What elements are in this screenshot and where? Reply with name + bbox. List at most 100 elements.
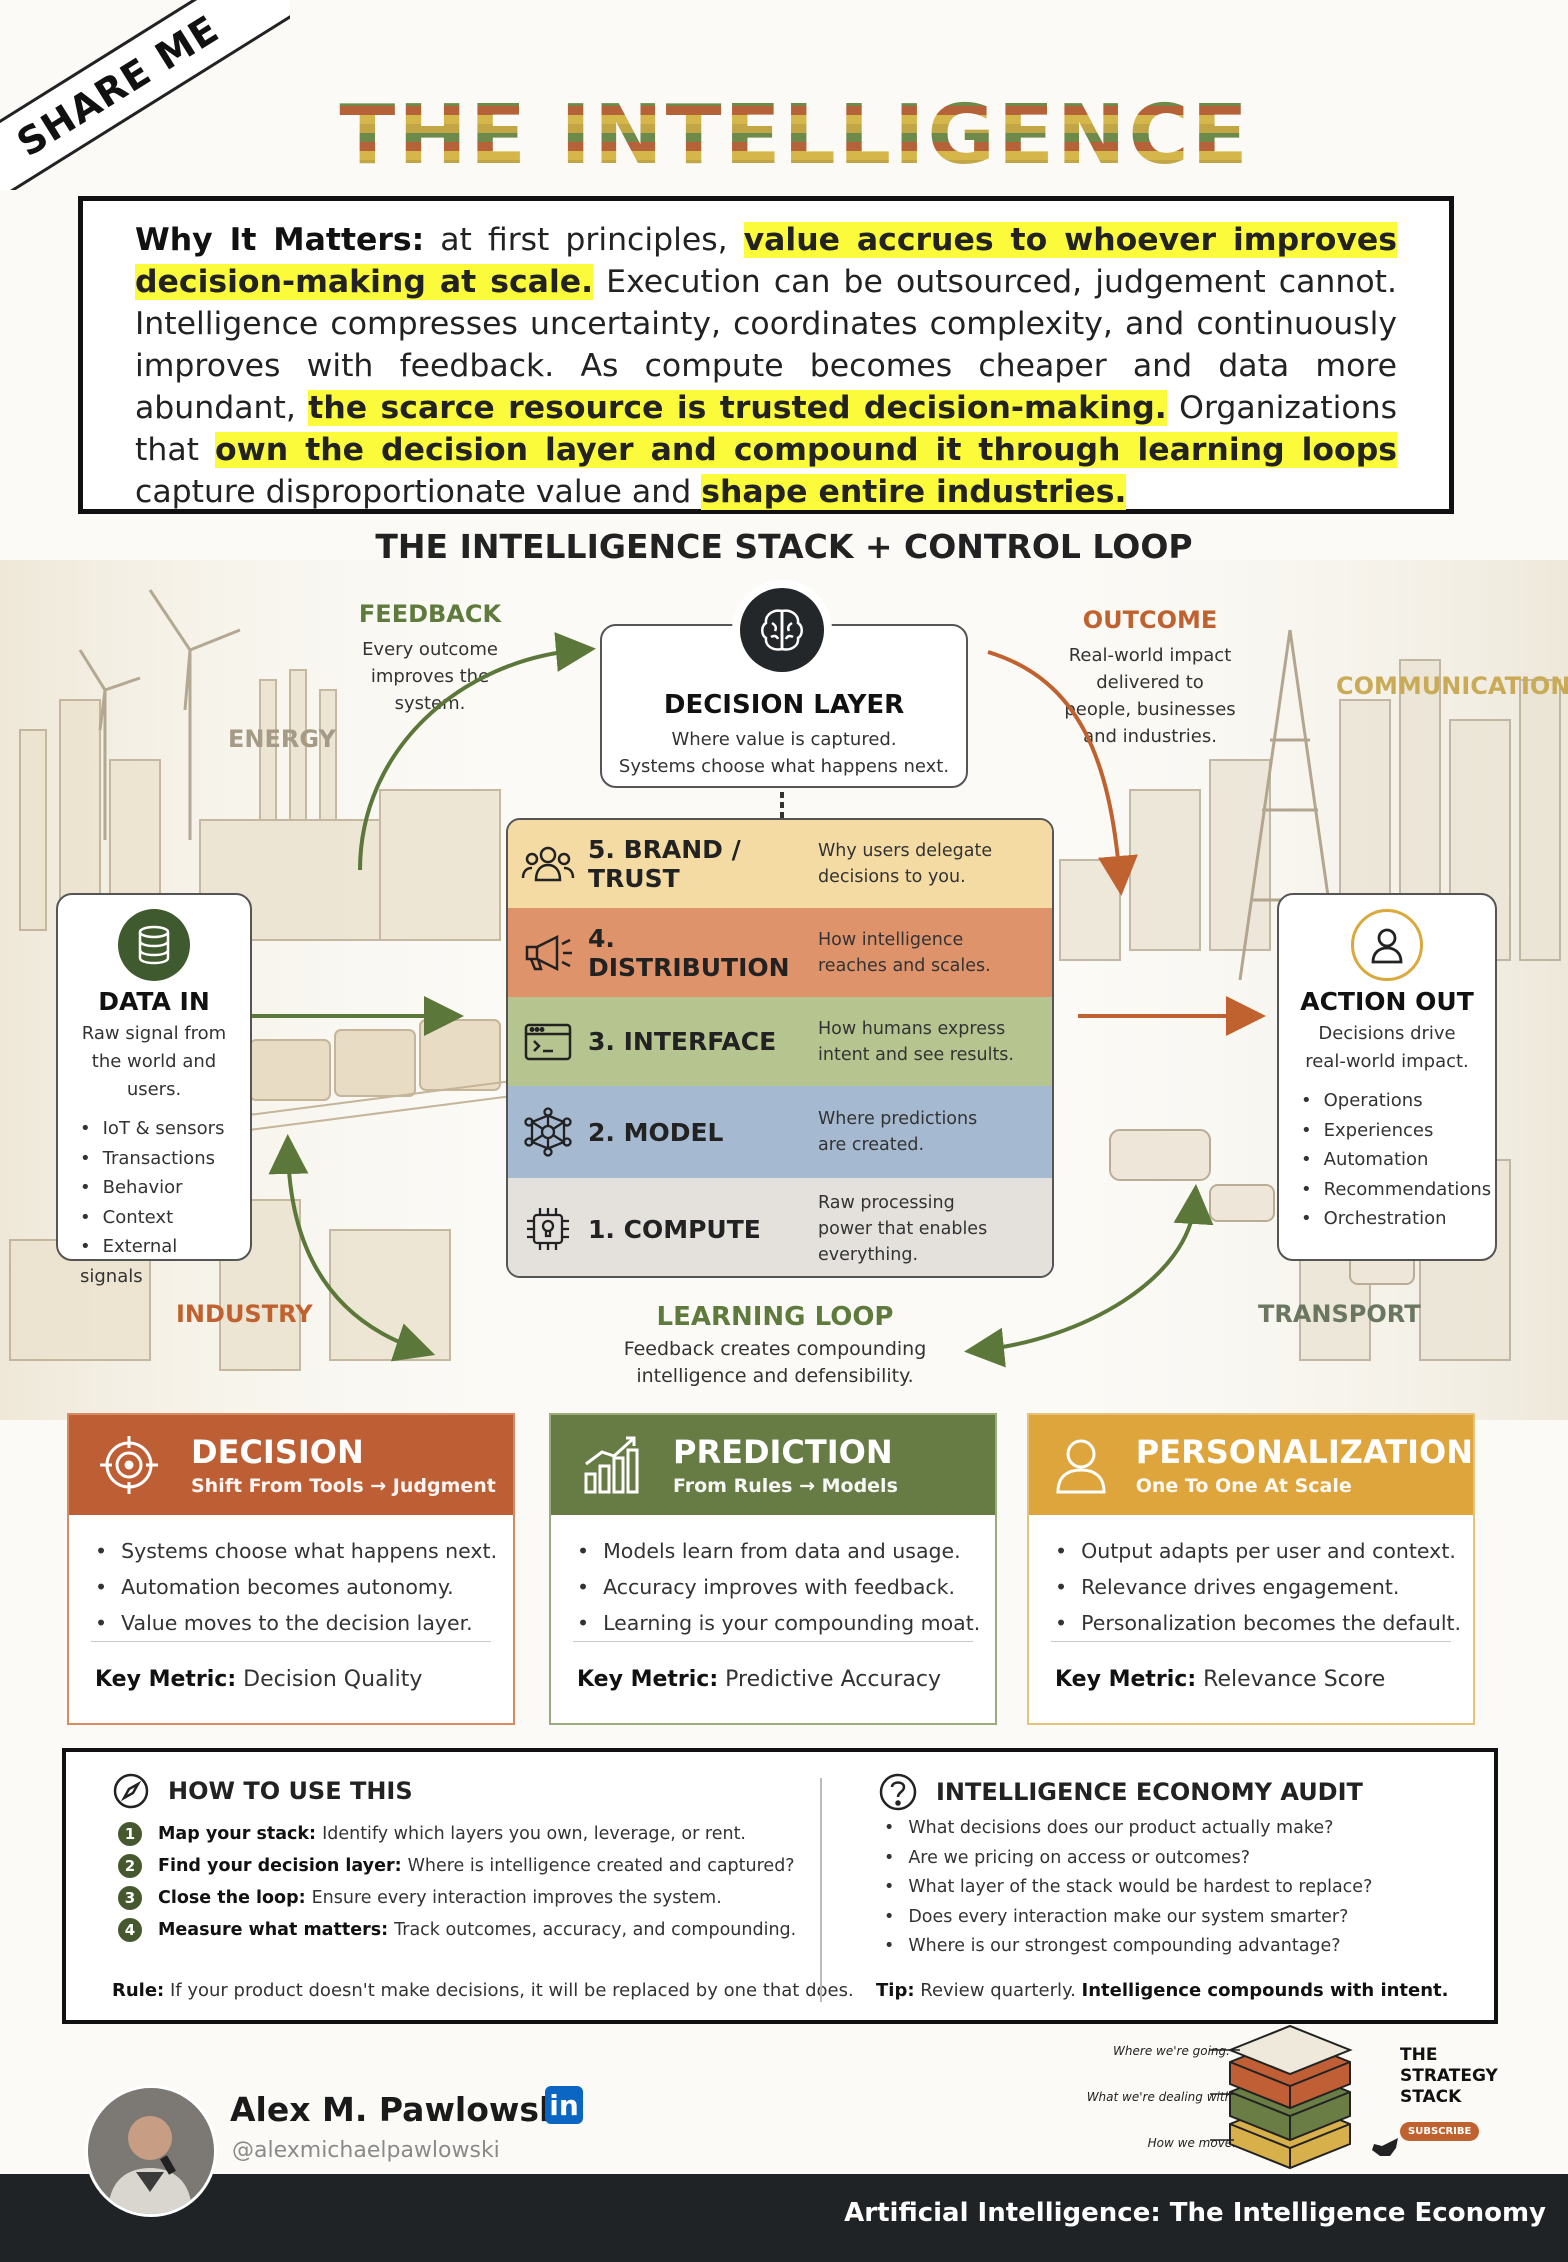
step-number: 2 bbox=[118, 1854, 142, 1878]
pillar-item: Learning is your compounding moat. bbox=[577, 1605, 995, 1641]
user-icon bbox=[1049, 1434, 1114, 1496]
step-text: Where is intelligence created and captur… bbox=[407, 1856, 795, 1876]
data-in-item: External signals bbox=[80, 1232, 236, 1291]
pillar-prediction[interactable]: PREDICTION From Rules → Models Models le… bbox=[549, 1413, 997, 1725]
layer-name: 1. COMPUTE bbox=[588, 1214, 761, 1244]
author-handle[interactable]: @alexmichaelpawlowski bbox=[232, 2138, 500, 2163]
audit-item: What decisions does our product actually… bbox=[884, 1814, 1478, 1844]
strategy-label-going: Where we're going. bbox=[1113, 2044, 1230, 2058]
action-out-item: Automation bbox=[1301, 1145, 1481, 1175]
why-highlight-4: shape entire industries. bbox=[701, 474, 1127, 510]
learning-loop-title: LEARNING LOOP bbox=[656, 1302, 894, 1332]
why-text-4: capture disproportionate value and bbox=[135, 474, 702, 510]
pillar-header: DECISION Shift From Tools → Judgment bbox=[69, 1415, 513, 1515]
step-label: Close the loop: bbox=[158, 1888, 306, 1908]
pillar-item: Models learn from data and usage. bbox=[577, 1533, 995, 1569]
linkedin-icon[interactable]: in bbox=[545, 2086, 583, 2124]
action-out-list: Operations Experiences Automation Recomm… bbox=[1293, 1086, 1492, 1234]
pillar-divider bbox=[1051, 1641, 1451, 1642]
footer-text: Artificial Intelligence: The Intelligenc… bbox=[844, 2198, 1546, 2228]
layer-desc-line-2: are created. bbox=[818, 1135, 925, 1155]
chip-icon bbox=[508, 1205, 588, 1253]
key-metric-value: Decision Quality bbox=[236, 1667, 423, 1692]
tip-text: Review quarterly. bbox=[914, 1980, 1082, 2001]
how-title: HOW TO USE THIS bbox=[168, 1777, 413, 1805]
layer-desc-line-1: Why users delegate bbox=[818, 841, 993, 861]
pillar-header: PREDICTION From Rules → Models bbox=[551, 1415, 995, 1515]
avatar[interactable] bbox=[88, 2088, 214, 2214]
step-text: Identify which layers you own, leverage,… bbox=[322, 1824, 746, 1844]
data-in-item: Behavior bbox=[80, 1173, 236, 1203]
why-highlight-3: own the decision layer and compound it t… bbox=[215, 432, 1397, 468]
data-in-card[interactable]: DATA IN Raw signal from the world and us… bbox=[56, 893, 252, 1287]
control-loop-arrows bbox=[252, 632, 1266, 1368]
pillar-personalization[interactable]: PERSONALIZATION One To One At Scale Outp… bbox=[1027, 1413, 1475, 1725]
decision-layer-title: DECISION LAYER bbox=[663, 690, 905, 720]
layer-name: 4. DISTRIBUTION bbox=[588, 923, 790, 982]
layer-desc-line-2: decisions to you. bbox=[818, 867, 966, 887]
data-in-item: IoT & sensors bbox=[80, 1114, 236, 1144]
network-icon bbox=[508, 1107, 588, 1157]
feedback-line-2: improves the bbox=[370, 666, 490, 687]
layer-desc-line-3: everything. bbox=[818, 1245, 919, 1265]
outcome-line-2: delivered to bbox=[1096, 672, 1204, 693]
data-in-list: IoT & sensors Transactions Behavior Cont… bbox=[72, 1114, 236, 1291]
pillar-title: PREDICTION bbox=[673, 1433, 893, 1471]
key-metric-value: Predictive Accuracy bbox=[718, 1667, 942, 1692]
action-out-line-2: real-world impact. bbox=[1305, 1051, 1469, 1072]
rule-text: If your product doesn't make decisions, … bbox=[164, 1980, 854, 2001]
stack-layer-model[interactable]: 2. MODEL Where predictions are created. bbox=[508, 1086, 1052, 1178]
stack-layer-distribution[interactable]: 4. DISTRIBUTION How intelligence reaches… bbox=[508, 908, 1052, 997]
action-out-item: Orchestration bbox=[1301, 1204, 1481, 1234]
pillar-item: Automation becomes autonomy. bbox=[95, 1569, 513, 1605]
why-it-matters-box: Why It Matters: at first principles, val… bbox=[78, 196, 1454, 514]
layer-desc-line-1: How humans express bbox=[818, 1018, 1006, 1039]
feedback-annotation: FEEDBACK Every outcome improves the syst… bbox=[330, 600, 530, 717]
pillar-list: Models learn from data and usage. Accura… bbox=[551, 1533, 995, 1641]
stack-layer-interface[interactable]: 3. INTERFACE How humans express intent a… bbox=[508, 997, 1052, 1086]
action-out-card[interactable]: ACTION OUT Decisions drive real-world im… bbox=[1277, 893, 1497, 1261]
audit-header: INTELLIGENCE ECONOMY AUDIT bbox=[878, 1772, 1363, 1812]
strategy-label-dealing: What we're dealing with. bbox=[1086, 2090, 1236, 2104]
action-out-item: Recommendations bbox=[1301, 1175, 1492, 1205]
stack-layer-brand-trust[interactable]: 5. BRAND / TRUST Why users delegate deci… bbox=[508, 820, 1052, 908]
outcome-line-1: Real-world impact bbox=[1068, 645, 1232, 666]
strategy-stack-logo bbox=[1210, 2024, 1353, 2170]
question-icon bbox=[878, 1772, 918, 1812]
data-in-item: Transactions bbox=[80, 1144, 236, 1174]
layer-name: 5. BRAND / TRUST bbox=[588, 835, 741, 893]
pillar-item: Output adapts per user and context. bbox=[1055, 1533, 1473, 1569]
layer-desc-line-2: power that enables bbox=[818, 1219, 988, 1239]
learning-loop-annotation: LEARNING LOOP Feedback creates compoundi… bbox=[600, 1302, 950, 1390]
stack-layer-compute[interactable]: 1. COMPUTE Raw processing power that ena… bbox=[508, 1178, 1052, 1276]
rule-label: Rule: bbox=[112, 1980, 165, 2001]
pillar-item: Accuracy improves with feedback. bbox=[577, 1569, 995, 1605]
feedback-line-1: Every outcome bbox=[362, 639, 498, 660]
pillar-key-metric: Key Metric: Relevance Score bbox=[1055, 1667, 1385, 1692]
layer-desc-line-1: How intelligence bbox=[818, 929, 964, 950]
strategy-stack-labels: Where we're going. What we're dealing wi… bbox=[1040, 2036, 1240, 2166]
pillar-title: DECISION bbox=[191, 1433, 364, 1471]
step-number: 3 bbox=[118, 1886, 142, 1910]
outcome-annotation: OUTCOME Real-world impact delivered to p… bbox=[1050, 606, 1250, 750]
pillar-subtitle: Shift From Tools → Judgment bbox=[191, 1475, 496, 1497]
avatar-photo bbox=[88, 2088, 214, 2214]
feedback-title: FEEDBACK bbox=[358, 600, 502, 628]
sector-label-communication: COMMUNICATION bbox=[1336, 672, 1568, 700]
subscribe-button[interactable]: SUBSCRIBE bbox=[1400, 2122, 1480, 2141]
footer-bar: Artificial Intelligence: The Intelligenc… bbox=[0, 2174, 1568, 2262]
data-in-title: DATA IN bbox=[98, 987, 210, 1016]
learning-loop-line-1: Feedback creates compounding bbox=[623, 1338, 927, 1360]
pillar-decision[interactable]: DECISION Shift From Tools → Judgment Sys… bbox=[67, 1413, 515, 1725]
step-text: Track outcomes, accuracy, and compoundin… bbox=[394, 1920, 797, 1940]
pillar-key-metric: Key Metric: Predictive Accuracy bbox=[577, 1667, 941, 1692]
brand-line-3: STACK bbox=[1400, 2087, 1462, 2107]
audit-item: Does every interaction make our system s… bbox=[884, 1903, 1478, 1933]
key-metric-label: Key Metric: bbox=[1055, 1667, 1197, 1692]
step-number: 1 bbox=[118, 1822, 142, 1846]
person-icon bbox=[1351, 909, 1423, 981]
